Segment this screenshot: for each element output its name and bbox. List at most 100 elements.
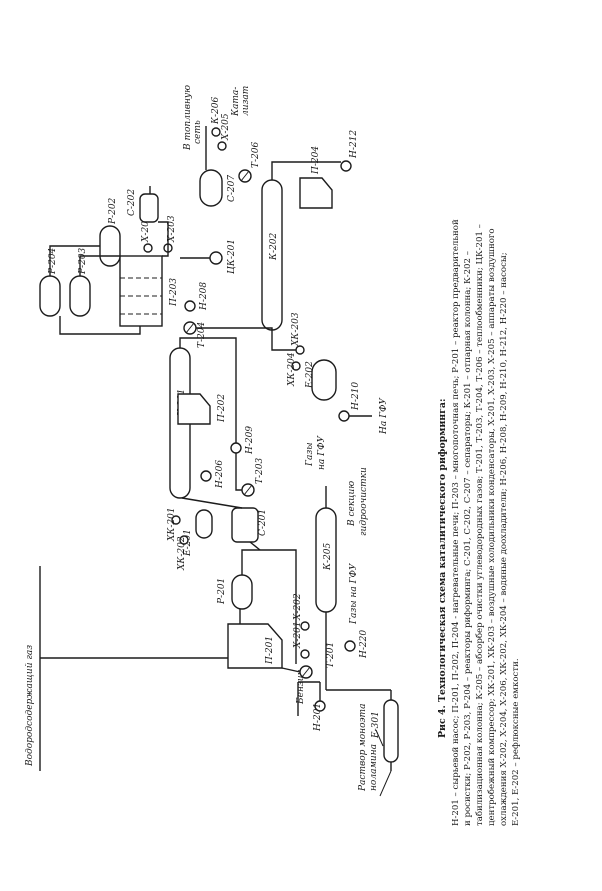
mea-leader [379, 770, 392, 797]
e301-leader [375, 729, 384, 747]
label-t204: Т-204 [197, 322, 207, 348]
k201-bottoms [179, 337, 242, 491]
label-s202: С-202 [127, 189, 137, 216]
label-r203: Р-203 [78, 247, 88, 275]
separator-s201 [231, 507, 259, 543]
label-s207: С-207 [227, 175, 237, 202]
gas-section: ЦК-201 С-207 В топливную сеть Т-206 Х-20… [180, 85, 261, 274]
label-e201: Е-201 [183, 529, 193, 557]
caption-line-3: табилизационная колонна; К-205 – абсорбе… [474, 224, 485, 826]
watercooler-kh204 [143, 243, 153, 253]
reactor-r202 [99, 225, 121, 267]
label-k202: К-202 [269, 233, 279, 261]
label-n208: Н-208 [199, 282, 209, 311]
label-katalizat-2: лизат [241, 86, 251, 116]
caption-line-2: и росистки; Р-202, Р-203, Р-204 – реакто… [463, 251, 473, 826]
label-benzin: Бензин [296, 669, 306, 705]
label-kh202: Х-202 [293, 593, 303, 621]
label-mea-1: Раствор моноэта [358, 704, 368, 792]
k202-bottoms [271, 161, 341, 180]
label-n212: Н-212 [349, 130, 359, 159]
aircooler-khk201 [171, 515, 181, 525]
label-khk202: ХК-202 [177, 536, 187, 571]
vessel-e202 [311, 359, 337, 401]
label-p203: П-203 [169, 278, 179, 307]
label-khk204: ХК-204 [287, 352, 297, 387]
t203-mark [243, 484, 253, 496]
label-khk203: ХК-203 [291, 312, 301, 347]
label-n206: Н-206 [215, 460, 225, 489]
stabilization-section: К-202 П-204 Н-212 Е-202 Н-210 На ГФУ ХК-… [196, 130, 389, 470]
pump-n206 [200, 470, 212, 482]
r204-loop [49, 245, 100, 276]
label-t206: Т-206 [251, 142, 261, 168]
t206-mark [240, 170, 250, 182]
furnace-p202 [177, 393, 211, 425]
to-s202 [158, 221, 169, 257]
p203-to-r204 [59, 316, 141, 335]
feed-section: Бензин Н-201 Т-201 П-201 Р-201 Х-201 Х-2… [217, 549, 336, 732]
label-gases-na-gfu: Газы на ГФУ [349, 562, 359, 625]
label-r202: Р-202 [108, 197, 118, 225]
label-kh204: Х-204 [141, 215, 151, 243]
label-n201: Н-201 [313, 703, 323, 732]
label-k205: К-205 [323, 543, 333, 571]
t204-mark [185, 322, 195, 334]
label-kh203: Х-203 [167, 215, 177, 243]
caption-title: Рис 4. Технологическая схема каталитичес… [437, 399, 448, 738]
cooler-kh202 [300, 621, 310, 631]
label-kh205: Х-205 [221, 113, 231, 141]
furnace-p201 [227, 623, 283, 669]
label-t201: Т-201 [326, 642, 336, 668]
e301-body [383, 699, 399, 763]
t204-to-k202 [196, 327, 273, 330]
caption-line-5: охлаждения Х-202, Х-204, Х-206, ХК-202, … [499, 252, 509, 826]
reactor-r204 [39, 275, 61, 317]
label-khk201: ХК-201 [167, 507, 177, 542]
label-p202: П-202 [217, 394, 227, 423]
caption-line-1: Н-201 – сырьевой насос; П-201, П-202, П-… [451, 219, 461, 826]
s201-to-k201 [181, 497, 243, 509]
figure-caption: Рис 4. Технологическая схема каталитичес… [437, 219, 521, 826]
furnace-p203 [119, 255, 163, 327]
label-n210: Н-210 [351, 382, 361, 411]
pump-n208 [184, 300, 196, 312]
r203-loop [79, 255, 120, 276]
cooler-k206 [211, 127, 221, 137]
pump-n212 [340, 160, 352, 172]
label-r204: Р-204 [48, 247, 58, 275]
label-to-hydro-2: гидроочистки [359, 467, 369, 536]
label-fuel-net-1: В топливную [183, 85, 193, 151]
label-p204: П-204 [311, 146, 321, 175]
label-tsk201: ЦК-201 [227, 239, 237, 274]
label-e202: Е-202 [305, 361, 315, 389]
t201-to-p201 [281, 667, 301, 673]
caption-line-4: центробежный компрессор; ХК-201, ХК-203 … [486, 228, 497, 826]
label-n209: Н-209 [245, 426, 255, 455]
vessel-e201 [195, 509, 213, 539]
mea-solution-feed: Раствор моноэта ноламина [358, 704, 392, 797]
compressor-tsk201 [209, 251, 223, 265]
label-mea-2: ноламина [369, 744, 379, 791]
separator-s202 [139, 193, 159, 223]
vessel-e301: Е-301 [371, 690, 399, 771]
label-na-gfu: На ГФУ [379, 396, 389, 435]
cooler-kh201 [300, 649, 310, 659]
reactor-r203 [69, 275, 91, 317]
absorber-section: К-205 Н-220 Газы на ГФУ В секцию гидрооч… [315, 467, 391, 691]
label-kh201: Х-201 [293, 621, 303, 649]
reactor-r201 [231, 574, 253, 610]
separator-s207 [199, 169, 223, 207]
pump-n220 [344, 640, 356, 652]
label-s201: С-201 [258, 509, 268, 536]
h2-gas-header: Водородсодержащий газ [25, 566, 228, 771]
label-katalizat-1: Ката- [231, 87, 241, 117]
stripping-section: С-201 Е-201 К-201 ХК-201 ХК-202 Н-206 Т-… [167, 337, 268, 571]
label-p201: П-201 [265, 636, 275, 665]
label-e301: Е-301 [371, 711, 381, 739]
label-r201: Р-201 [217, 578, 227, 605]
aircooler-khk203 [295, 345, 305, 355]
watercooler-khk202 [179, 535, 189, 545]
label-k206: К-206 [211, 97, 221, 125]
